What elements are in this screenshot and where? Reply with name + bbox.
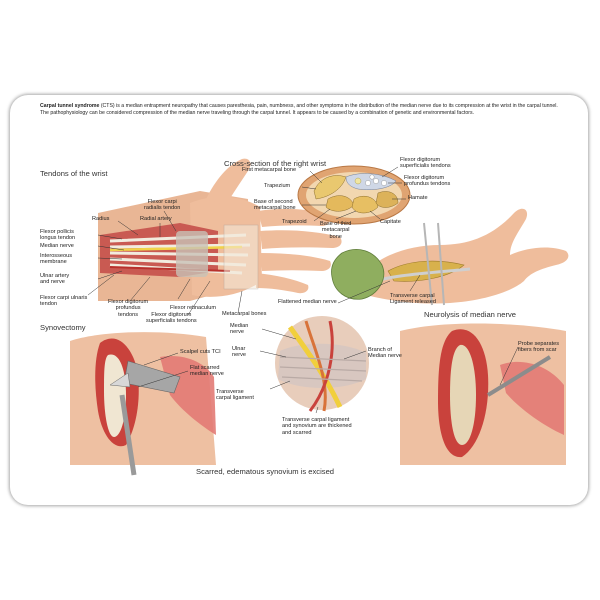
neurolysis-illustration	[400, 323, 566, 465]
median-nerve-detail	[287, 325, 343, 409]
middle-finger	[260, 230, 342, 249]
label-radius: Radius	[92, 216, 110, 222]
intro-text: (CTS) is a median entrapment neuropathy …	[40, 103, 558, 116]
carpal-tunnel-detail	[259, 314, 371, 414]
cross-section-illustration	[297, 165, 411, 225]
synovectomy-illustration	[70, 332, 216, 476]
label-scalpel: Scalpel cuts TCI	[180, 349, 221, 355]
ligament-band	[278, 343, 366, 388]
label-trapezium: Trapezium	[264, 183, 291, 189]
label-median-nerve: Median nerve	[40, 243, 74, 249]
neurolysis-muscle	[500, 361, 564, 435]
label-capitate: Capitate	[380, 219, 401, 225]
metacarpal-region	[223, 224, 259, 290]
label-flexor-retinaculum: Flexor retinaculum	[170, 305, 217, 311]
capitate-bone	[351, 196, 379, 214]
heading-excised: Scarred, edematous synovium is excised	[196, 467, 335, 476]
label-metacarpal-bones: Metacarpal bones	[222, 311, 267, 317]
scalpel-blade	[109, 372, 131, 388]
neurolysis-probe	[486, 355, 552, 397]
intro-paragraph: Carpal tunnel syndrome (CTS) is a median…	[40, 103, 560, 117]
intro-term: Carpal tunnel syndrome	[40, 103, 100, 109]
hamate-bone	[375, 191, 399, 208]
sticker-card: Carpal tunnel syndrome (CTS) is a median…	[10, 95, 588, 505]
median-nerve-section	[354, 177, 362, 185]
heading-cross-section: Cross-section of the right wrist	[224, 159, 327, 168]
retractor-handles	[423, 222, 445, 306]
exposed-tendons	[104, 354, 126, 437]
label-hamate: Hamate	[408, 195, 428, 201]
heading-synovectomy: Synovectomy	[40, 323, 86, 332]
surgical-probe	[119, 394, 137, 476]
label-flattened-nerve: Flattened median nerve	[278, 299, 337, 305]
heading-neurolysis: Neurolysis of median nerve	[424, 310, 517, 319]
gloved-hand	[331, 249, 385, 300]
label-radial-artery: Radial artery	[140, 216, 172, 222]
ring-finger	[260, 253, 331, 271]
label-trapezoid: Trapezoid	[282, 219, 307, 225]
heading-tendons: Tendons of the wrist	[40, 169, 108, 178]
median-nerve-fibers	[450, 344, 476, 445]
flexor-retinaculum-band	[176, 231, 208, 277]
thumb	[206, 158, 251, 205]
illustration-canvas	[70, 158, 569, 476]
little-finger	[256, 273, 309, 294]
label-first-metacarpal: First metacarpal bone	[242, 167, 297, 173]
ulnar-artery-path	[109, 266, 231, 272]
release-illustration	[331, 208, 569, 306]
